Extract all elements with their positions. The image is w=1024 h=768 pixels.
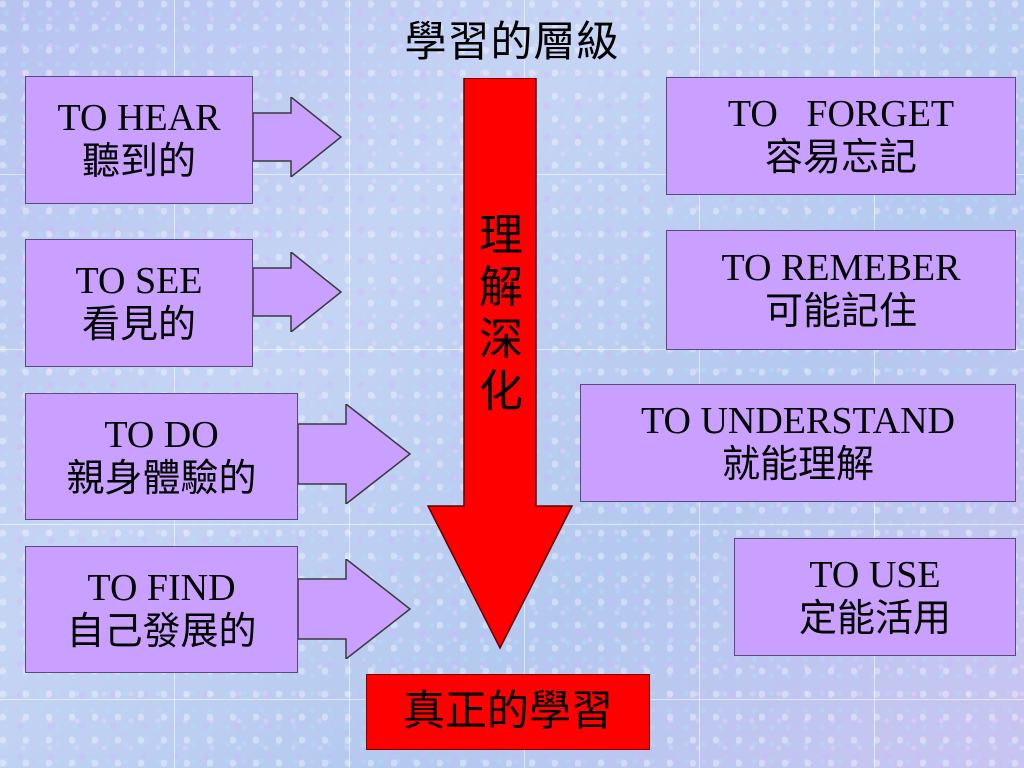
outcome-label-zh: 容易忘記	[764, 137, 917, 179]
outcome-box-remember: TO REMEBER 可能記住	[666, 230, 1016, 350]
arrow-label-char: 深	[479, 315, 523, 364]
grid-line	[349, 0, 350, 768]
level-label-en: TO SEE	[75, 260, 203, 302]
outcome-label-zh: 可能記住	[764, 291, 917, 333]
outcome-box-use: TO USE 定能活用	[734, 538, 1016, 656]
outcome-label-en: TO REMEBER	[721, 247, 961, 289]
arrow-label-char: 解	[479, 263, 523, 312]
arrow-label-char: 理	[479, 211, 523, 260]
true-learning-box: 真正的學習	[366, 674, 650, 750]
level-box-do: TO DO 親身體驗的	[25, 393, 298, 520]
right-arrow-icon	[253, 97, 343, 177]
grid-line	[174, 0, 175, 768]
outcome-box-forget: TO FORGET 容易忘記	[666, 77, 1016, 195]
outcome-label-en: TO UNDERSTAND	[641, 400, 955, 442]
level-label-en: TO DO	[104, 413, 219, 456]
level-label-zh: 看見的	[81, 304, 196, 346]
outcome-label-zh: 就能理解	[721, 444, 874, 486]
arrow-label-char: 化	[479, 367, 523, 416]
outcome-label-zh: 定能活用	[798, 598, 951, 640]
right-arrow-icon	[253, 252, 343, 332]
level-label-en: TO FIND	[87, 566, 236, 609]
level-box-find: TO FIND 自己發展的	[25, 546, 298, 673]
level-box-hear: TO HEAR 聽到的	[25, 76, 253, 204]
right-arrow-icon	[298, 404, 412, 504]
level-label-zh: 親身體驗的	[66, 457, 257, 500]
outcome-label-en: TO USE	[809, 554, 941, 596]
level-label-en: TO HEAR	[57, 97, 221, 139]
outcome-box-understand: TO UNDERSTAND 就能理解	[580, 384, 1016, 502]
level-label-zh: 自己發展的	[66, 610, 257, 653]
deepening-down-arrow-icon	[426, 77, 574, 655]
right-arrow-icon	[298, 559, 412, 659]
level-box-see: TO SEE 看見的	[25, 239, 253, 367]
outcome-label-en: TO FORGET	[727, 93, 955, 135]
diagram-title: 學習的層級	[404, 20, 620, 66]
level-label-zh: 聽到的	[81, 141, 196, 183]
